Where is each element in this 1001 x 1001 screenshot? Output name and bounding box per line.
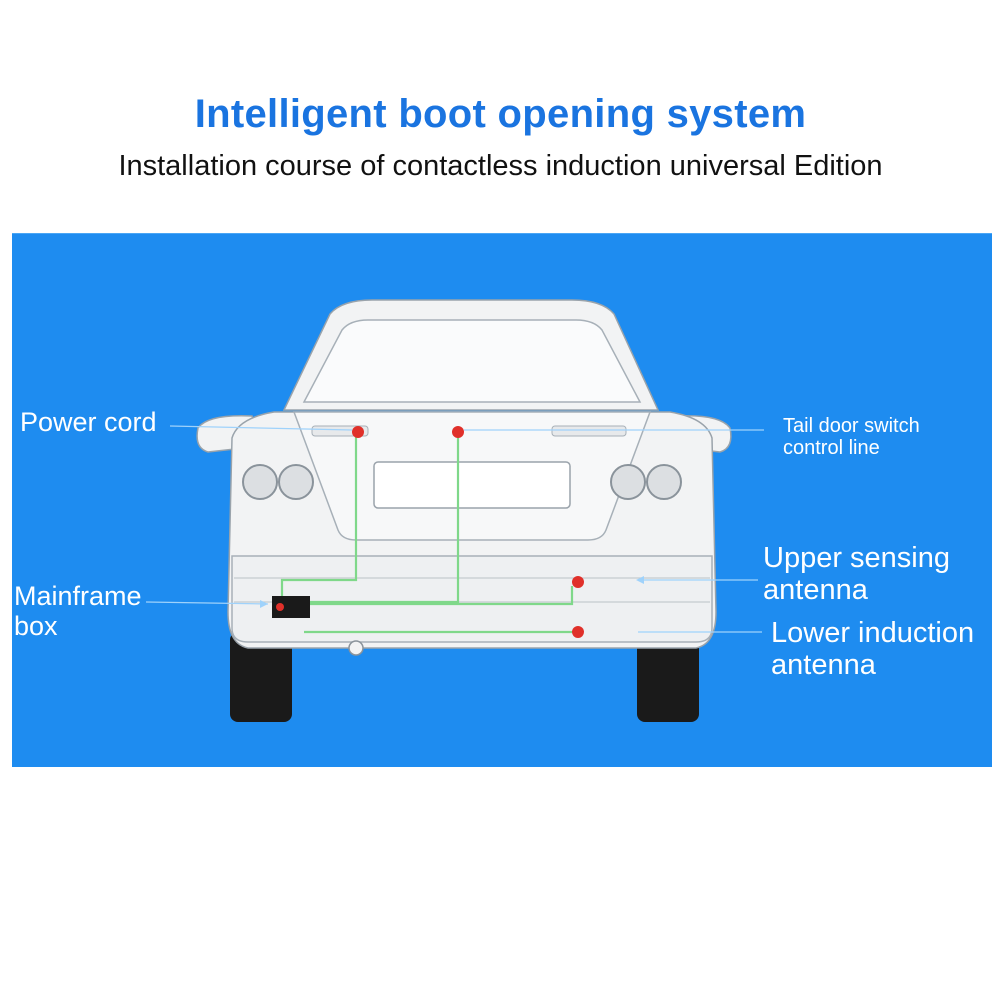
page-title: Intelligent boot opening system — [194, 92, 807, 136]
right-brake-light — [551, 425, 627, 437]
lower-antenna-node — [572, 626, 584, 638]
left-tail-light-outer — [242, 464, 278, 500]
right-tire — [637, 632, 699, 722]
label-power-cord: Power cord — [20, 407, 157, 437]
license-plate — [373, 461, 571, 509]
left-tail-light-inner — [278, 464, 314, 500]
tow-hook — [348, 640, 364, 656]
right-tail-light-inner — [610, 464, 646, 500]
upper-antenna-node — [572, 576, 584, 588]
page-subtitle: Installation course of contactless induc… — [118, 150, 883, 182]
label-upper-antenna: Upper sensing antenna — [763, 542, 950, 607]
tail-door-node — [452, 426, 464, 438]
left-tire — [230, 632, 292, 722]
installation-diagram: Power cord Mainframe box Tail door switc… — [12, 233, 992, 767]
mainframe-led — [276, 603, 284, 611]
label-tail-door-switch: Tail door switch control line — [783, 415, 920, 460]
power-cord-node — [352, 426, 364, 438]
label-lower-antenna: Lower induction antenna — [771, 617, 975, 682]
rear-window — [302, 319, 642, 403]
leader-lines — [145, 425, 764, 633]
car-rear-illustration — [145, 299, 764, 722]
wiring-harness — [280, 434, 574, 634]
label-mainframe-box: Mainframe box — [14, 581, 142, 642]
right-tail-light-outer — [646, 464, 682, 500]
mainframe-box — [272, 596, 310, 618]
